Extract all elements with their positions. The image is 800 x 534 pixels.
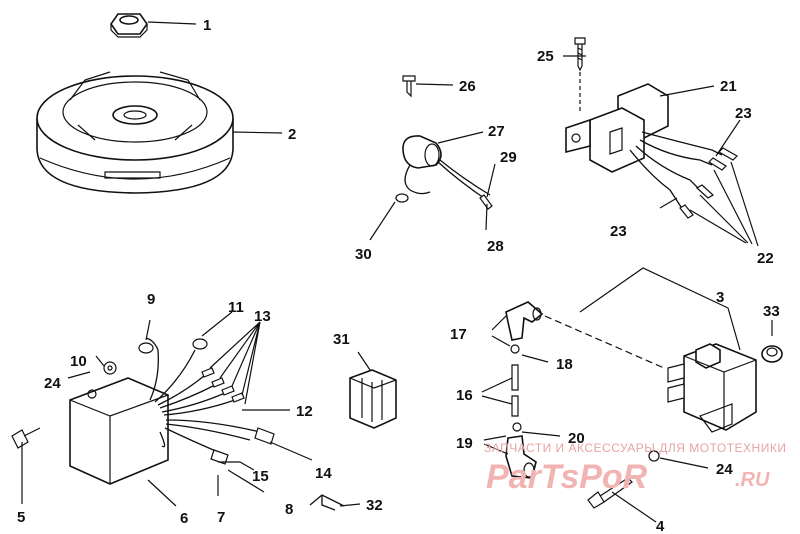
callout-label: 19 [456, 435, 473, 452]
callout-label: 23 [735, 105, 752, 122]
watermark-tagline: ЗАПЧАСТИ И АКСЕССУАРЫ ДЛЯ МОТОТЕХНИКИ [484, 441, 786, 455]
callout-label: 20 [568, 430, 585, 447]
callout-label: 16 [456, 387, 473, 404]
spark-plug-boot-lower [505, 435, 537, 479]
callout-label: 9 [147, 291, 155, 308]
callout-label: 12 [296, 403, 313, 420]
coil-washer [648, 450, 660, 462]
callout-labels: 1 2 3 4 5 6 7 8 9 10 11 12 13 14 15 16 1… [17, 17, 780, 534]
wire-clip [309, 494, 345, 511]
boot-spring-upper [510, 344, 520, 354]
callout-label: 26 [459, 78, 476, 95]
callout-label: 14 [315, 465, 332, 482]
watermark: ЗАПЧАСТИ И АКСЕССУАРЫ ДЛЯ МОТОТЕХНИКИ Pa… [484, 441, 786, 496]
rectifier [349, 369, 397, 429]
high-tension-lead [511, 364, 519, 417]
callout-label: 8 [285, 501, 293, 518]
ignition-coil [667, 343, 757, 433]
callout-label: 32 [366, 497, 383, 514]
callout-label: 33 [763, 303, 780, 320]
callout-label: 10 [70, 353, 87, 370]
washer [103, 361, 117, 375]
callout-label: 4 [656, 518, 665, 534]
spark-plug-boot-upper [505, 301, 544, 341]
callout-label: 25 [537, 48, 554, 65]
callout-label: 31 [333, 331, 350, 348]
callout-label: 18 [556, 356, 573, 373]
callout-label: 28 [487, 238, 504, 255]
flywheel [36, 71, 234, 194]
flywheel-nut [110, 13, 148, 38]
callout-label: 30 [355, 246, 372, 263]
callout-label: 24 [44, 375, 61, 392]
coil-bushing [761, 345, 783, 363]
callout-label: 3 [716, 289, 724, 306]
watermark-brand: ParTsPoR [486, 458, 648, 496]
power-pack [565, 83, 669, 173]
callout-label: 15 [252, 468, 269, 485]
callout-label: 23 [610, 223, 627, 240]
small-screw [402, 75, 416, 98]
callout-label: 24 [716, 461, 733, 478]
callout-label: 27 [488, 123, 505, 140]
watermark-domain: .RU [735, 469, 770, 491]
module-screw [11, 427, 41, 449]
coil-screw [587, 477, 633, 509]
module-harness [138, 337, 275, 465]
callout-label: 6 [180, 510, 188, 527]
callout-label: 29 [500, 149, 517, 166]
boot-spring-lower [512, 422, 522, 432]
ignition-module [69, 377, 169, 485]
power-pack-leads [629, 131, 738, 219]
leader-lines [21, 21, 773, 523]
callout-label: 11 [228, 299, 244, 316]
callout-label: 7 [217, 509, 225, 526]
long-screw [574, 37, 586, 112]
callout-label: 13 [254, 308, 271, 325]
callout-label: 17 [450, 326, 467, 343]
callout-label: 2 [288, 126, 296, 143]
callout-label: 22 [757, 250, 774, 267]
callout-label: 21 [720, 78, 737, 95]
sensor-coil [395, 135, 493, 210]
callout-label: 1 [203, 17, 211, 34]
callout-label: 5 [17, 509, 25, 526]
